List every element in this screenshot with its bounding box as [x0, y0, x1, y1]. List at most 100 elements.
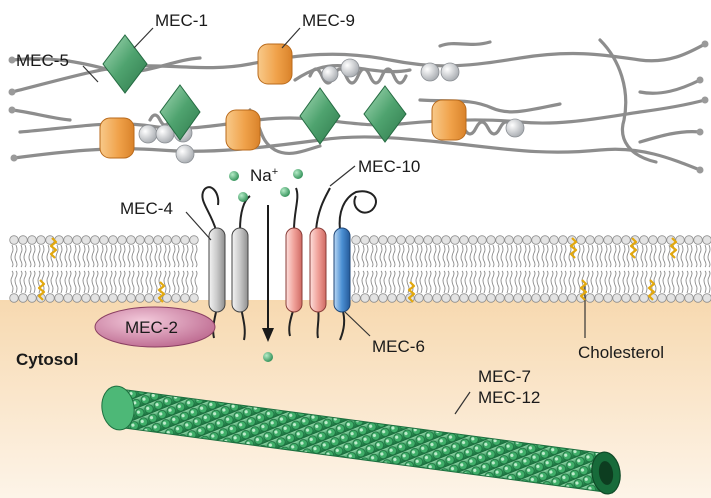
- lipid-tail: [505, 244, 509, 268]
- lipid-tail: [667, 270, 671, 294]
- lipid-head: [441, 293, 451, 303]
- lipid-tail: [149, 270, 153, 294]
- lipid-head: [414, 293, 424, 303]
- lipid-tail: [505, 270, 509, 294]
- lipid-tail: [550, 270, 554, 294]
- lipid-head: [90, 293, 100, 303]
- lipid-tail: [703, 244, 707, 268]
- lipid-head: [135, 235, 145, 245]
- lipid-head: [126, 293, 136, 303]
- lipid-tail: [536, 270, 540, 294]
- lipid-tail: [541, 244, 545, 268]
- lipid-tail: [460, 244, 464, 268]
- lipid-tail: [32, 244, 36, 268]
- lipid-tail: [41, 244, 45, 268]
- lipid-tail: [370, 244, 374, 268]
- lipid-tail: [545, 244, 549, 268]
- lipid-tail: [86, 244, 90, 268]
- cholesterol-molecule: [579, 279, 588, 301]
- lipid-tail: [694, 244, 698, 268]
- label-mec2: MEC-2: [125, 318, 178, 337]
- cholesterol-molecule: [157, 281, 166, 303]
- lipid-tail: [122, 244, 126, 268]
- lipid-head: [648, 235, 658, 245]
- lipid-tail: [86, 270, 90, 294]
- lipid-tail: [545, 270, 549, 294]
- label-mec10: MEC-10: [358, 157, 420, 176]
- sodium-ions: [229, 169, 303, 362]
- lipid-head: [450, 235, 460, 245]
- lipid-tail: [176, 244, 180, 268]
- lipid-tail: [167, 244, 171, 268]
- lipid-head: [162, 235, 172, 245]
- lipid-tail: [388, 270, 392, 294]
- lipid-tail: [491, 270, 495, 294]
- lipid-head: [504, 293, 514, 303]
- lipid-tail: [424, 270, 428, 294]
- lipid-tail: [631, 270, 635, 294]
- lipid-head: [702, 235, 711, 245]
- label-mec6: MEC-6: [372, 337, 425, 356]
- lipid-tail: [455, 270, 459, 294]
- lipid-head: [603, 293, 613, 303]
- lipid-tail: [586, 244, 590, 268]
- lipid-tail: [433, 244, 437, 268]
- lipid-head: [513, 293, 523, 303]
- lipid-tail: [91, 270, 95, 294]
- lipid-tail: [487, 244, 491, 268]
- lipid-head: [9, 293, 19, 303]
- lipid-head: [693, 293, 703, 303]
- lipid-tail: [194, 244, 198, 268]
- lipid-tail: [469, 244, 473, 268]
- lipid-tail: [509, 244, 513, 268]
- lipid-tail: [500, 270, 504, 294]
- lipid-tail: [149, 244, 153, 268]
- label-mec12: MEC-12: [478, 388, 540, 407]
- lipid-head: [378, 293, 388, 303]
- lipid-head: [594, 235, 604, 245]
- lipid-tail: [172, 270, 176, 294]
- lipid-tail: [640, 244, 644, 268]
- lipid-head: [18, 293, 28, 303]
- lipid-tail: [131, 270, 135, 294]
- lipid-tail: [568, 270, 572, 294]
- lipid-head: [54, 293, 64, 303]
- lipid-tail: [703, 270, 707, 294]
- lipid-tail: [379, 270, 383, 294]
- lipid-tail: [613, 270, 617, 294]
- lipid-tail: [23, 244, 27, 268]
- lipid-tail: [23, 270, 27, 294]
- lipid-head: [540, 293, 550, 303]
- lipid-head: [531, 293, 541, 303]
- cholesterol-molecule: [629, 237, 638, 259]
- lipid-head: [351, 293, 361, 303]
- lipid-tail: [455, 244, 459, 268]
- label-sodium-charge: +: [272, 166, 278, 178]
- lipid-head: [117, 293, 127, 303]
- lipid-tail: [635, 270, 639, 294]
- lipid-tail: [527, 244, 531, 268]
- lipid-head: [117, 235, 127, 245]
- label-cytosol: Cytosol: [16, 350, 78, 369]
- lipid-tail: [689, 270, 693, 294]
- lipid-tail: [451, 244, 455, 268]
- lipid-tail: [428, 270, 432, 294]
- lipid-tail: [406, 270, 410, 294]
- lipid-tail: [163, 270, 167, 294]
- lipid-head: [495, 293, 505, 303]
- lipid-head: [477, 235, 487, 245]
- lipid-head: [585, 235, 595, 245]
- label-cholesterol: Cholesterol: [578, 343, 664, 362]
- lipid-tail: [433, 270, 437, 294]
- lipid-tail: [73, 244, 77, 268]
- lipid-head: [567, 293, 577, 303]
- lipid-head: [432, 293, 442, 303]
- lipid-tail: [577, 270, 581, 294]
- lipid-tail: [154, 244, 158, 268]
- lipid-head: [495, 235, 505, 245]
- lipid-head: [522, 235, 532, 245]
- lipid-head: [693, 235, 703, 245]
- lipid-tail: [410, 270, 414, 294]
- lipid-tail: [559, 270, 563, 294]
